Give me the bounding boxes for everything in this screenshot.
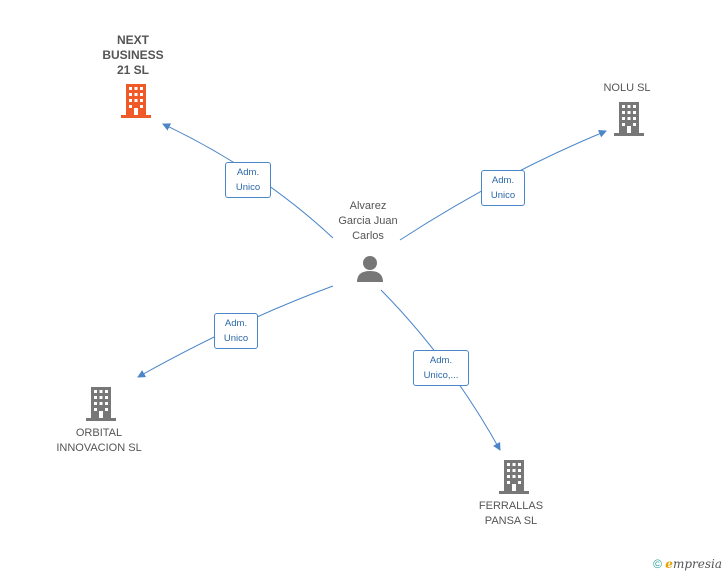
empresia-watermark: © empresia <box>653 557 722 571</box>
center-name-line-1: Alvarez <box>349 200 387 212</box>
company-nolu-line-1: NOLU SL <box>603 82 651 94</box>
edge-label-orbital[interactable]: Adm. Unico <box>214 313 258 349</box>
company-orbital-line-2: INNOVACION SL <box>56 442 142 454</box>
edge-label-next[interactable]: Adm. Unico <box>225 162 271 198</box>
edge-label-line: Adm. <box>224 318 248 329</box>
building-icon[interactable] <box>498 460 530 494</box>
building-icon[interactable] <box>120 84 152 118</box>
brand-logo: empresia <box>665 557 722 571</box>
company-next-line-1: NEXT <box>116 33 149 47</box>
company-ferrallas-line-2: PANSA SL <box>484 515 538 527</box>
edge-label-line: Adm. <box>429 355 453 366</box>
edge-label-ferrallas[interactable]: Adm. Unico,... <box>413 350 469 386</box>
edge-label-line: Unico,... <box>423 370 459 381</box>
building-icon[interactable] <box>613 102 645 136</box>
center-name-line-2: Garcia Juan <box>338 215 398 227</box>
company-next-label: NEXT BUSINESS 21 SL <box>88 33 178 78</box>
copyright-icon: © <box>653 557 662 571</box>
edge-label-line: Unico <box>490 190 516 201</box>
edge-label-nolu[interactable]: Adm. Unico <box>481 170 525 206</box>
person-icon[interactable] <box>355 255 385 283</box>
center-name-line-3: Carlos <box>352 230 384 242</box>
company-nolu-label: NOLU SL <box>587 81 667 96</box>
brand-rest: mpresia <box>672 557 722 571</box>
company-next-line-2: BUSINESS <box>102 48 164 62</box>
company-ferrallas-label: FERRALLAS PANSA SL <box>461 499 561 529</box>
company-ferrallas-line-1: FERRALLAS <box>478 500 544 512</box>
company-next-line-3: 21 SL <box>116 63 149 77</box>
company-orbital-label: ORBITAL INNOVACION SL <box>44 426 154 456</box>
edge-label-line: Unico <box>223 333 249 344</box>
center-person-name: Alvarez Garcia Juan Carlos <box>318 199 418 244</box>
edge-label-line: Unico <box>235 182 261 193</box>
edge-label-line: Adm. <box>491 175 515 186</box>
brand-initial: e <box>665 557 673 571</box>
company-orbital-line-1: ORBITAL <box>75 427 123 439</box>
building-icon[interactable] <box>85 387 117 421</box>
edge-label-line: Adm. <box>236 167 260 178</box>
